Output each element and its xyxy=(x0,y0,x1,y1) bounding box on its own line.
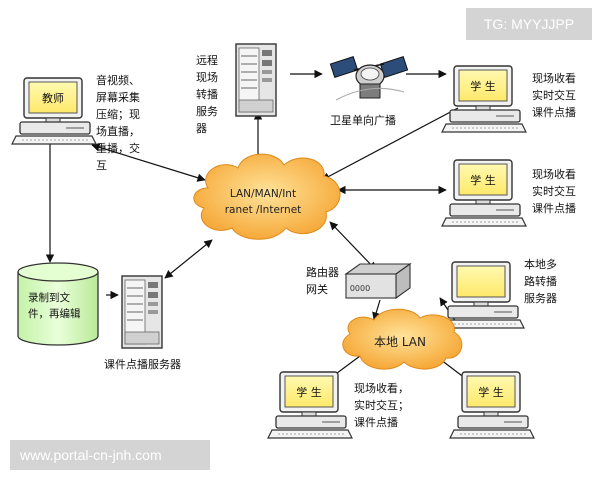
teacher-computer-icon: 教师 xyxy=(11,77,97,145)
student-right-screen-label: 学 生 xyxy=(478,385,504,399)
local-server-computer-icon xyxy=(439,261,525,329)
wan-cloud-line2: ranet /Internet xyxy=(225,204,302,216)
remote-server-icon xyxy=(235,43,277,117)
remote-server-description: 远程现场转播服务器 xyxy=(196,54,218,135)
local-server-description: 本地多 路转播 服务器 xyxy=(524,258,557,305)
wan-cloud-line1: LAN/MAN/Int xyxy=(230,188,296,200)
wan-cloud-icon: LAN/MAN/Int ranet /Internet xyxy=(193,153,341,240)
student-left-screen-label: 学 生 xyxy=(296,385,322,399)
recorder-database-icon xyxy=(17,262,99,346)
student-right-computer-icon: 学 生 xyxy=(449,371,535,439)
router-panel-text: 0000 xyxy=(350,284,370,293)
router-icon: 0000 xyxy=(344,262,412,300)
student-top-computer-icon: 学 生 xyxy=(441,65,527,133)
teacher-screen-label: 教师 xyxy=(42,92,64,105)
watermark-bottom: www.portal-cn-jnh.com xyxy=(10,440,210,470)
student-mid-screen-label: 学 生 xyxy=(470,173,496,187)
recorder-label: 录制到文 件，再编辑 xyxy=(28,292,81,320)
student-mid-computer-icon: 学 生 xyxy=(441,159,527,227)
student-left-description: 现场收看， 实时交互； 课件点播 xyxy=(354,382,409,429)
satellite-icon xyxy=(329,56,409,101)
lan-cloud-label: 本地 LAN xyxy=(374,335,426,349)
vod-server-icon xyxy=(121,275,163,349)
student-left-computer-icon: 学 生 xyxy=(267,371,353,439)
student-mid-description: 现场收看 实时交互 课件点播 xyxy=(532,168,576,215)
teacher-description: 音视频、 屏幕采集 压缩；现 场直播， 重播，交 互 xyxy=(96,74,140,172)
student-top-description: 现场收看 实时交互 课件点播 xyxy=(532,72,576,119)
watermark-top: TG: MYYJJPP xyxy=(466,8,592,40)
satellite-label: 卫星单向广播 xyxy=(330,114,396,127)
vod-server-label: 课件点播服务器 xyxy=(104,358,181,371)
lan-cloud-icon: 本地 LAN xyxy=(342,308,463,370)
student-top-screen-label: 学 生 xyxy=(470,79,496,93)
router-label: 路由器 网关 xyxy=(306,266,339,296)
